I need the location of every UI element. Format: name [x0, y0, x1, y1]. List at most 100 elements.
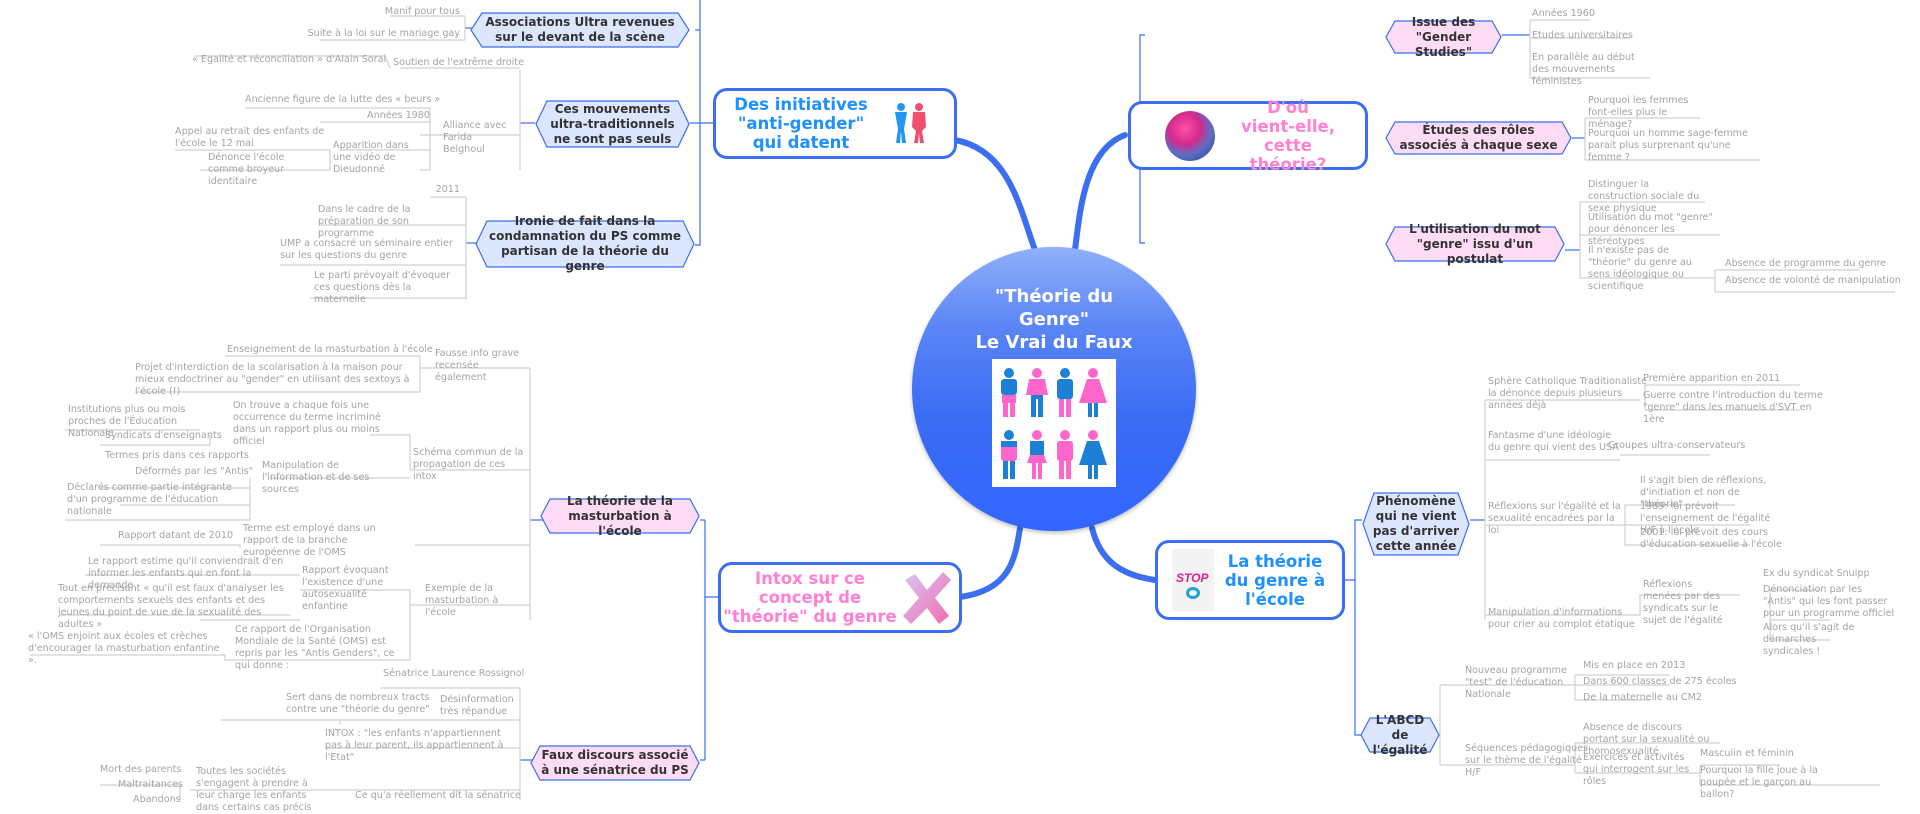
leaf: Alors qu'il s'agit de démarches syndical…: [1763, 622, 1855, 657]
leaf: Dénonciation par les "Antis" qui les fon…: [1763, 584, 1895, 619]
leaf: Réflexions sur l'égalité et la sexualité…: [1488, 501, 1621, 536]
leaf: Termes pris dans ces rapports: [105, 450, 249, 461]
title-line: qui datent: [752, 133, 850, 152]
title-line: La théorie: [1227, 551, 1323, 571]
leaf: « l'OMS enjoint aux écoles et crèches d'…: [28, 631, 220, 666]
leaf: Projet d'interdiction de la scolarisatio…: [135, 362, 410, 397]
subtopic-ironie-ps[interactable]: Ironie de fait dans la condamnation du P…: [475, 214, 695, 273]
subtopic-label: La théorie de la masturbation à l'école: [566, 493, 674, 538]
leaf: 2001: loi prévoit des cours d'éducation …: [1640, 527, 1782, 550]
subtopic-phenomene[interactable]: Phénomène qui ne vient pas d'arriver cet…: [1362, 492, 1470, 556]
title-line: Intox sur ce: [755, 569, 865, 588]
leaf: Sert dans de nombreux tracts contre une …: [286, 692, 430, 715]
cross-mark-icon: [899, 570, 955, 626]
leaf: Appel au retrait des enfants de l'école …: [175, 126, 325, 149]
topic-origin[interactable]: D'où vient-elle, cette théorie?: [1128, 97, 1368, 174]
leaf: Mort des parents: [100, 764, 182, 775]
branch-connector-school: [1089, 525, 1158, 583]
central-title-line-1: "Théorie du: [994, 286, 1114, 307]
leaf: Réflexions menées par des syndicats sur …: [1643, 579, 1723, 626]
leaf: Suite à la loi sur le mariage gay: [307, 28, 460, 39]
leaf: Institutions plus ou mois proches de l'É…: [68, 404, 186, 439]
leaf: Sénatrice Laurence Rossignol: [383, 668, 525, 679]
stop-theorie-du-genre-poster-icon: STOP: [1172, 549, 1214, 611]
leaf: Masculin et féminin: [1700, 748, 1794, 759]
leaf: Sphère Catholique Traditionaliste la dén…: [1488, 376, 1647, 411]
subtopic-mot-genre[interactable]: L'utilisation du mot "genre" issu d'un p…: [1385, 222, 1565, 266]
subtopic-label: Ironie de fait dans la condamnation du P…: [489, 214, 681, 273]
leaf: Guerre contre l'introduction du terme "g…: [1643, 390, 1823, 425]
subtopic-roles-sexe[interactable]: Études des rôles associés à chaque sexe: [1385, 121, 1572, 155]
subtopic-label: Associations Ultra revenues sur le devan…: [485, 15, 675, 44]
subtopic-mouvements-ultra[interactable]: Ces mouvements ultra-traditionnels ne so…: [535, 100, 690, 148]
leaf: Syndicats d'enseignants: [105, 430, 222, 441]
subtopic-abcd-egalite[interactable]: L'ABCD de l'égalité: [1360, 713, 1440, 757]
leaf: Le rapport estime qu'il conviendrait d'e…: [88, 556, 284, 591]
leaf: Mis en place en 2013: [1583, 660, 1686, 671]
title-line: du genre à: [1224, 570, 1326, 590]
leaf: Utilisation du mot "genre" pour dénoncer…: [1588, 212, 1713, 247]
topic-anti-gender-title: Des initiatives "anti-gender" qui datent: [716, 95, 886, 152]
leaf: « Egalité et réconciliation » d'Alain So…: [192, 54, 387, 65]
subtopic-masturbation[interactable]: La théorie de la masturbation à l'école: [540, 494, 700, 538]
leaf: Fantasme d'une idéologie du genre qui vi…: [1488, 430, 1619, 453]
man-woman-restroom-icon: [886, 101, 936, 147]
leaf: Il s'agit bien de réflexions, d'initiati…: [1640, 475, 1767, 510]
leaf: Pourquoi les femmes font-elles plus le m…: [1588, 95, 1689, 130]
leaf: Schéma commun de la propagation de ces i…: [413, 447, 524, 482]
leaf: Dans le cadre de la préparation de son p…: [318, 204, 411, 239]
topic-intox-title: Intox sur ce concept de "théorie" du gen…: [721, 569, 899, 626]
leaf: Groupes ultra-conservateurs: [1608, 440, 1746, 451]
topic-school[interactable]: STOP La théorie du genre à l'école: [1155, 540, 1345, 620]
leaf: Ancienne figure de la lutte des « beurs …: [245, 94, 441, 105]
subtopic-label: Faux discours associé à une sénatrice du…: [541, 748, 689, 777]
title-line: l'école: [1245, 589, 1305, 609]
leaf: Ce rapport de l'Organisation Mondiale de…: [235, 624, 395, 671]
leaf: Manif pour tous: [384, 6, 460, 17]
leaf: Enseignement de la masturbation à l'écol…: [227, 344, 433, 355]
leaf: Tout en précisant « qu'il est faux d'ana…: [58, 583, 284, 630]
leaf: Apparition dans une vidéo de Dieudonné: [333, 140, 409, 175]
subtopic-senatrice[interactable]: Faux discours associé à une sénatrice du…: [530, 745, 700, 781]
leaf: Dénonce l'école comme broyeur identitair…: [208, 152, 285, 187]
leaf: Le parti prévoyait d'évoquer ces questio…: [314, 270, 451, 305]
subtopic-associations-ultra[interactable]: Associations Ultra revenues sur le devan…: [470, 12, 690, 48]
subtopic-label: L'utilisation du mot "genre" issu d'un p…: [1409, 221, 1541, 266]
branch-connector-origin: [1072, 132, 1128, 253]
leaf: Distinguer la construction sociale du se…: [1588, 179, 1700, 214]
leaf: Il n'existe pas de "théorie" du genre au…: [1588, 245, 1692, 292]
leaf: Années 1960: [1532, 8, 1595, 19]
title-line: "anti-gender": [737, 114, 865, 133]
leaf: Nouveau programme "test" de l'éducation …: [1465, 665, 1567, 700]
title-line: cette théorie?: [1249, 135, 1327, 174]
title-line: concept de: [758, 588, 862, 607]
leaf: 2011: [435, 184, 460, 195]
subtopic-label: Ces mouvements ultra-traditionnels ne so…: [550, 101, 675, 146]
central-title-line-3: Le Vrai du Faux: [975, 332, 1133, 353]
leaf: Maltraitances: [118, 779, 183, 790]
title-line: vient-elle,: [1240, 116, 1336, 136]
leaf: De la maternelle au CM2: [1583, 692, 1702, 703]
topic-intox[interactable]: Intox sur ce concept de "théorie" du gen…: [718, 562, 962, 633]
title-line: D'où: [1267, 97, 1309, 117]
branch-connector-anti-gender: [952, 137, 1038, 253]
leaf: Désinformation très répandue: [440, 694, 514, 717]
topic-school-title: La théorie du genre à l'école: [1220, 552, 1330, 609]
leaf: Ce qu'a réellement dit la sénatrice: [355, 790, 521, 801]
leaf: Toutes les sociétés s'engagent à prendre…: [196, 766, 312, 813]
leaf: Fausse info grave recensée également: [435, 348, 520, 383]
leaf: Exercices et activités qui interrogent s…: [1583, 752, 1690, 787]
leaf: En parallèle au début des mouvements fém…: [1532, 52, 1635, 87]
branch-connector-intox: [957, 525, 1023, 600]
subtopic-gender-studies[interactable]: Issue des "Gender Studies": [1385, 15, 1502, 59]
central-topic[interactable]: "Théorie du Genre" Le Vrai du Faux: [912, 247, 1196, 531]
title-line: "théorie" du genre: [723, 607, 897, 626]
leaf: Exemple de la masturbation à l'école: [425, 583, 499, 618]
leaf: Séquences pédagogiques sur le thème de l…: [1465, 743, 1589, 778]
leaf: Années 1980: [367, 110, 430, 121]
leaf: Manipulation de l'information et de ses …: [262, 460, 370, 495]
title-line: Des initiatives: [734, 95, 868, 114]
gender-symbols-sphere-icon: [1165, 110, 1215, 161]
leaf: Rapport évoquant l'existence d'une autos…: [302, 565, 389, 612]
topic-anti-gender[interactable]: Des initiatives "anti-gender" qui datent: [713, 88, 957, 159]
